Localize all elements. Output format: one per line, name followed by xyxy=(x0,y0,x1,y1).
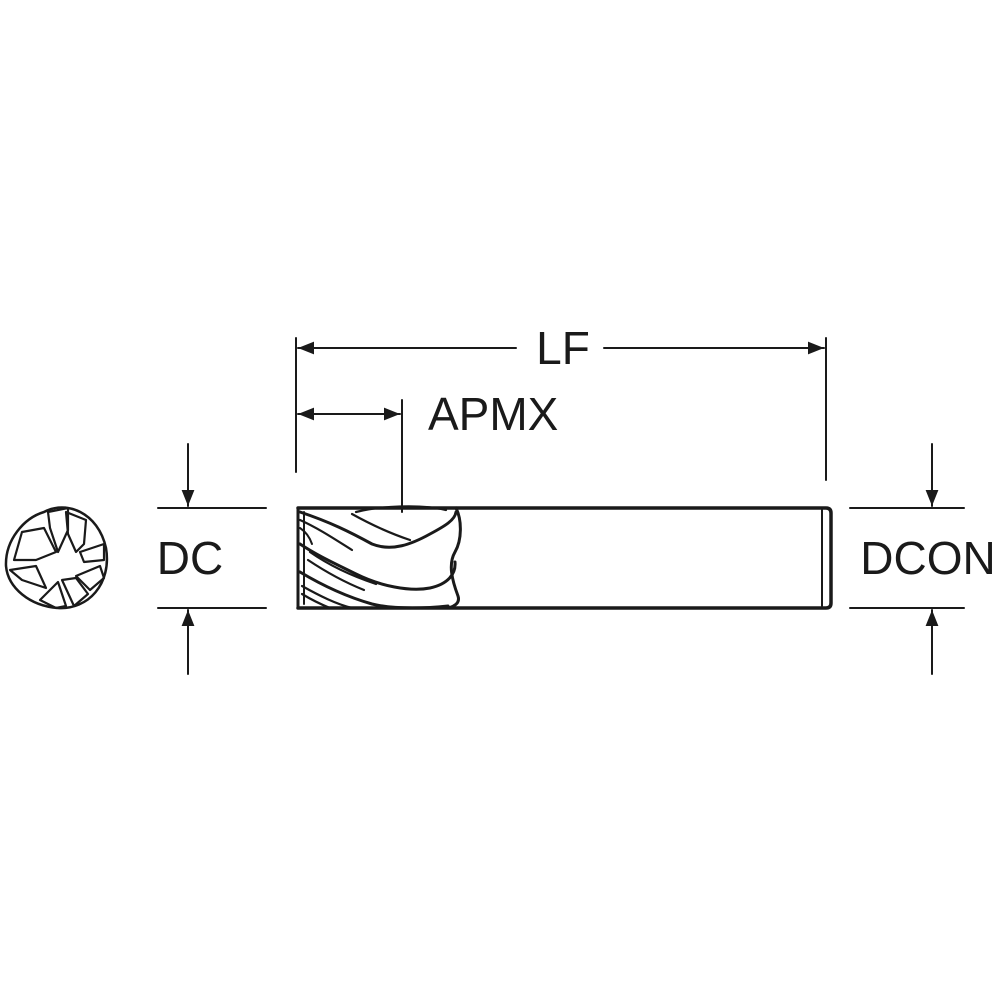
dcon-dimension: DCON xyxy=(849,443,996,675)
dc-label: DC xyxy=(157,532,223,584)
apmx-dimension: APMX xyxy=(297,388,558,513)
dcon-label: DCON xyxy=(860,532,995,584)
dc-dimension: DC xyxy=(157,443,267,675)
lf-dimension: LF xyxy=(295,322,827,481)
end-view-cutter xyxy=(4,506,109,610)
end-mill-side-view xyxy=(296,505,833,610)
apmx-label: APMX xyxy=(428,388,558,440)
lf-label: LF xyxy=(536,322,590,374)
